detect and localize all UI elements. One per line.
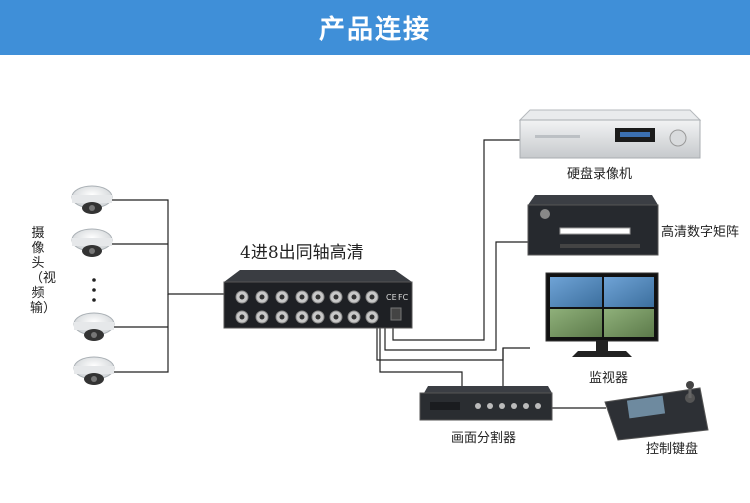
camera-2 xyxy=(71,228,113,257)
converter-device: CE FC xyxy=(223,270,413,329)
monitor-device xyxy=(545,272,659,357)
camera-1 xyxy=(71,185,113,214)
dvr-line xyxy=(392,139,528,341)
camera-line-1 xyxy=(112,199,225,295)
keyboard-label: 控制键盘 xyxy=(646,442,699,457)
monitor-line-a xyxy=(376,328,530,361)
monitor-label: 监视器 xyxy=(589,371,629,386)
cameras-label: 摄像头（视频输） xyxy=(30,226,57,316)
dvr-device xyxy=(518,109,702,159)
ellipsis-dots xyxy=(92,278,96,302)
dvr-label: 硬盘录像机 xyxy=(567,167,633,182)
splitter-device xyxy=(419,386,553,421)
camera-4 xyxy=(73,356,115,385)
matrix-device xyxy=(527,195,659,256)
matrix-line xyxy=(384,241,528,351)
converter-ce-mark: CE xyxy=(386,293,397,302)
page-title: 产品连接 xyxy=(318,15,431,45)
keyboard-device xyxy=(604,381,709,441)
splitter-label: 画面分割器 xyxy=(451,431,517,446)
converter-fc-mark: FC xyxy=(398,293,409,302)
converter-label: 4进8出同轴高清 xyxy=(240,243,364,263)
connection-lines xyxy=(112,139,606,409)
splitter-line xyxy=(379,328,463,393)
matrix-label: 高清数字矩阵 xyxy=(661,225,740,240)
header-banner: 产品连接 xyxy=(0,0,750,55)
camera-line-4 xyxy=(112,294,169,373)
camera-3 xyxy=(73,312,115,341)
